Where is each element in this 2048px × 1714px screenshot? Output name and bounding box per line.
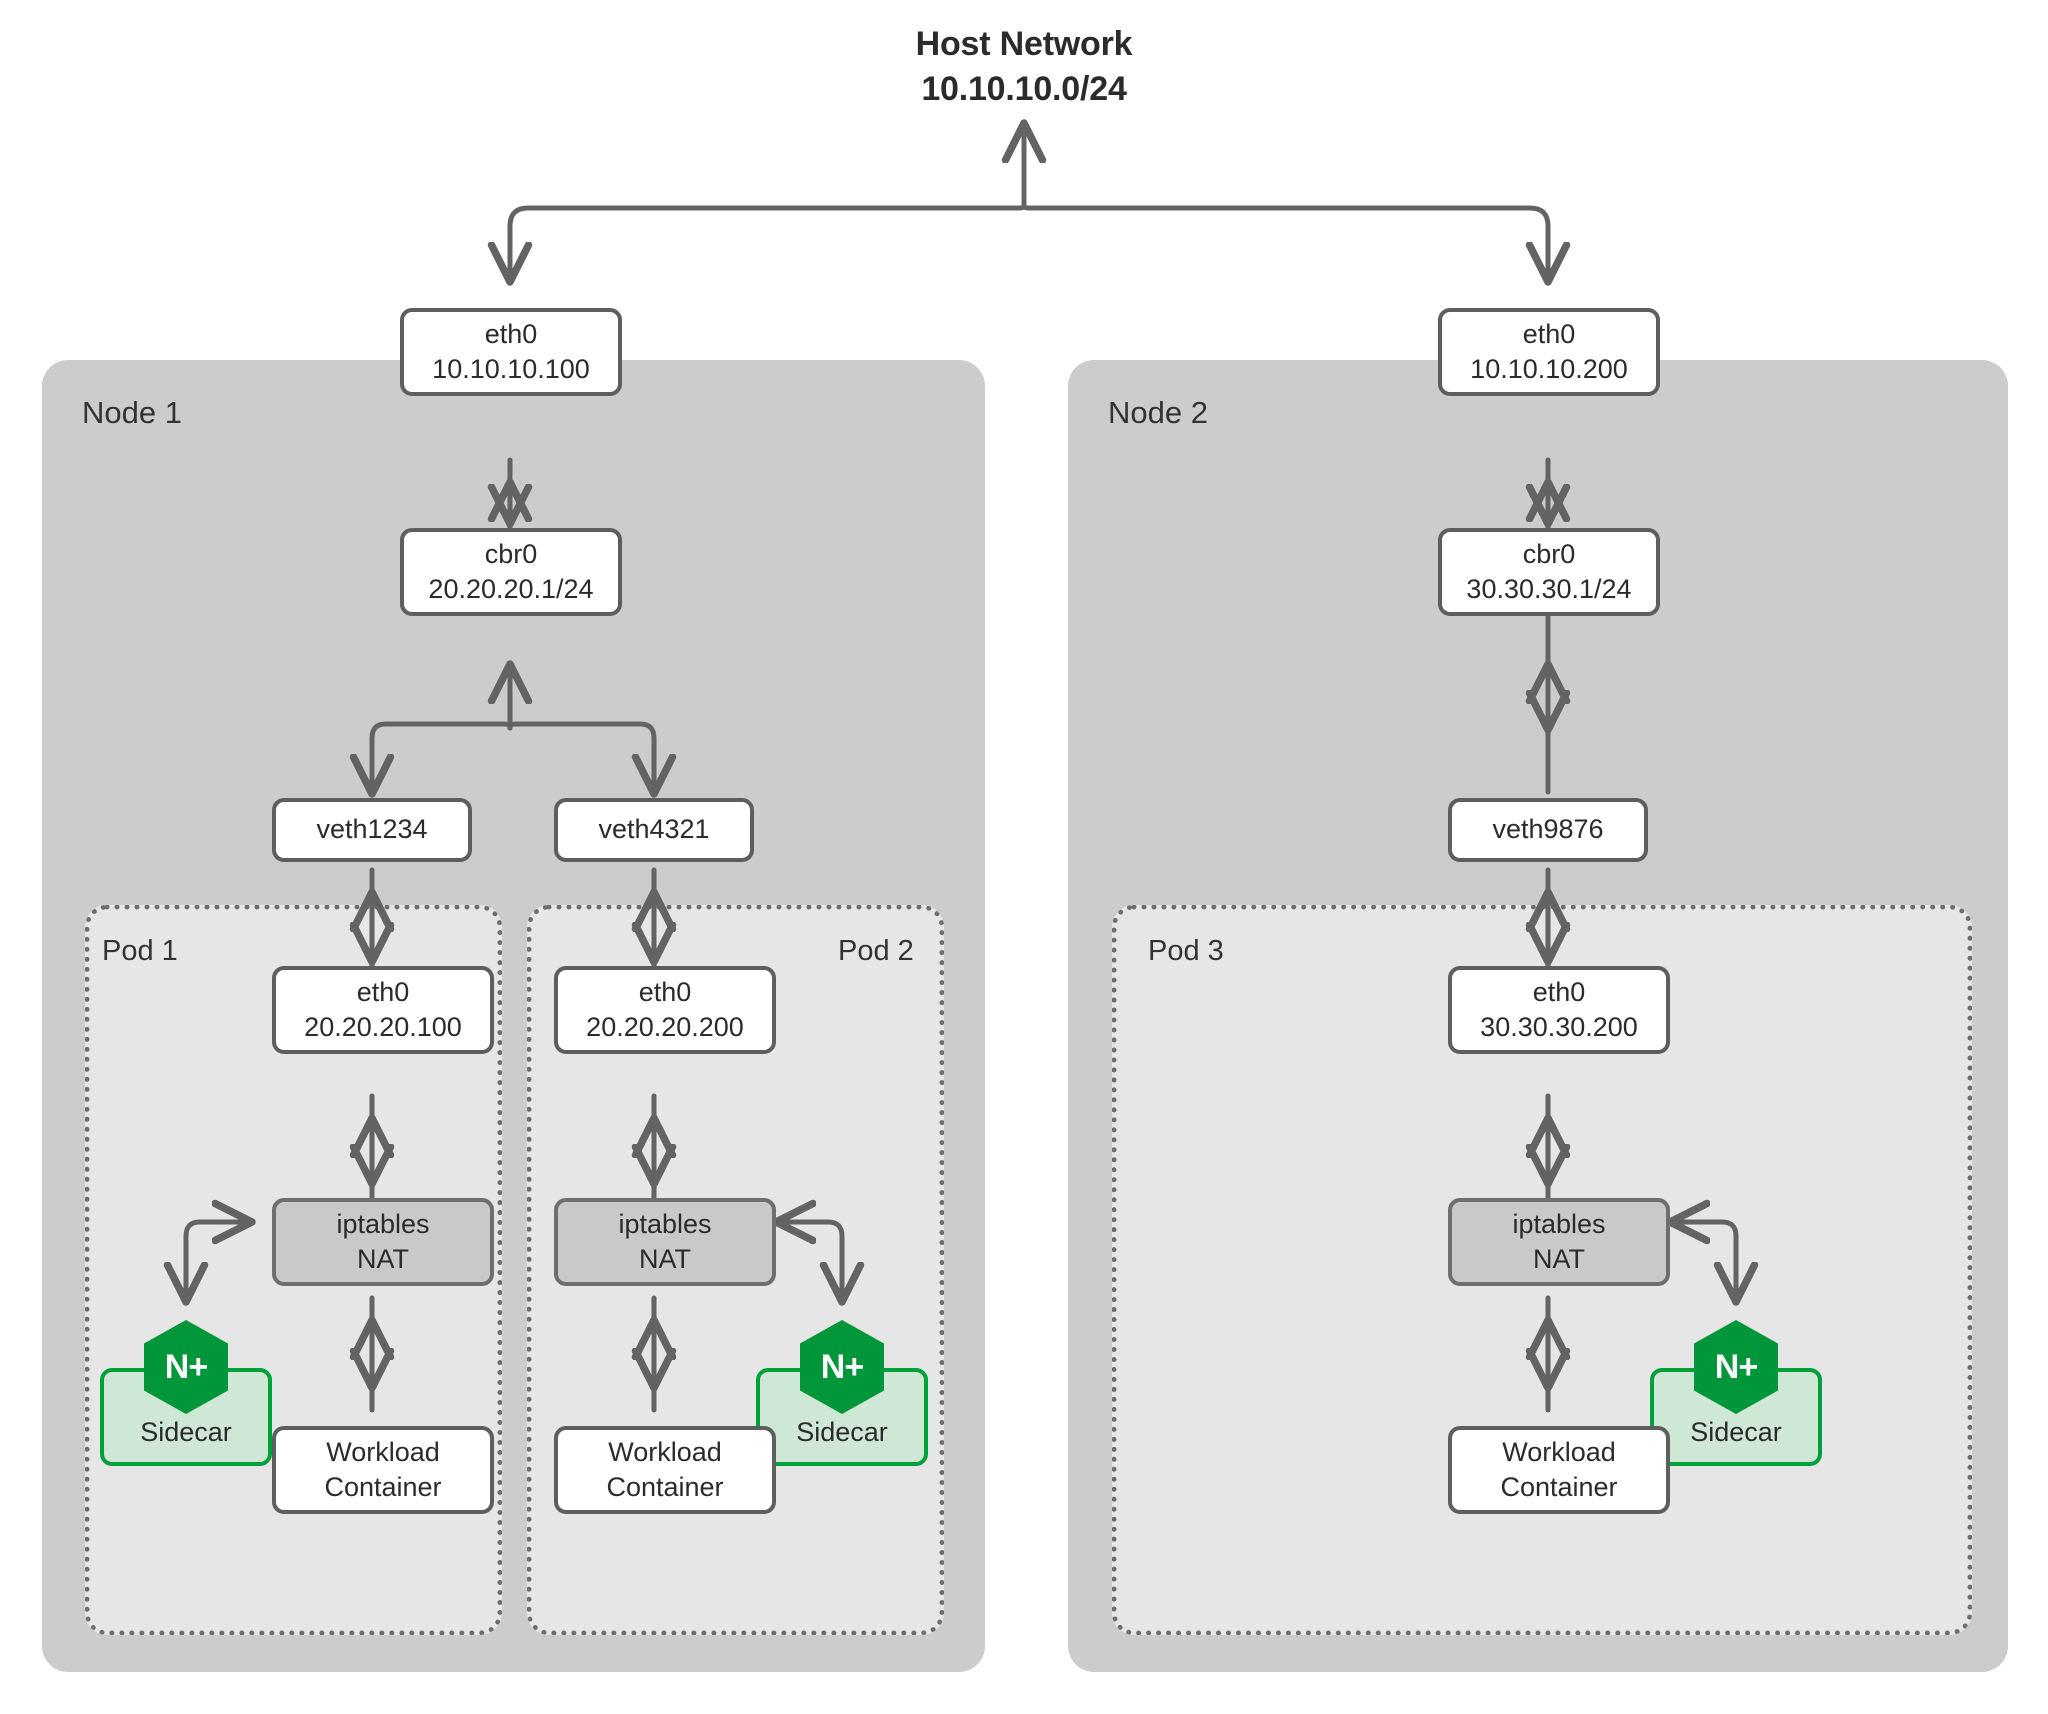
pod2-eth0-box[interactable]: eth0 20.20.20.200 [554,966,776,1054]
node2-cbr0-ip: 30.30.30.1/24 [1466,574,1632,604]
node1-cbr0-ip: 20.20.20.1/24 [428,574,594,604]
pod2-nat-line1: iptables [618,1208,712,1239]
pod1-workload-line1: Workload [326,1436,440,1467]
pod1-eth0-name: eth0 [356,976,410,1007]
node1-eth0-ip: 10.10.10.100 [432,354,590,384]
pod2-nat-line2: NAT [639,1244,691,1274]
nginx-plus-badge-text: N+ [820,1347,864,1386]
pod2-workload-line1: Workload [608,1436,722,1467]
pod1-eth0-ip: 20.20.20.100 [304,1012,462,1042]
pod2-workload-container-box[interactable]: Workload Container [554,1426,776,1514]
pod3-workload-container-box[interactable]: Workload Container [1448,1426,1670,1514]
pod3-nat-line1: iptables [1512,1208,1606,1239]
nginx-plus-badge-text: N+ [1714,1347,1758,1386]
node-label-2: Node 2 [1108,395,1208,430]
nginx-plus-badge-text: N+ [164,1347,208,1386]
pod1-iptables-nat-box[interactable]: iptables NAT [272,1198,494,1286]
pod2-iptables-nat-box[interactable]: iptables NAT [554,1198,776,1286]
pod1-workload-line2: Container [324,1472,442,1502]
node1-veth1234-label: veth1234 [316,814,428,845]
pod-label-3: Pod 3 [1148,935,1224,967]
node1-eth0-name: eth0 [484,318,538,349]
node2-eth0-ip: 10.10.10.200 [1470,354,1628,384]
pod2-sidecar-label: Sidecar [796,1417,888,1447]
node1-veth1234-box[interactable]: veth1234 [272,798,472,862]
pod1-nat-line1: iptables [336,1208,430,1239]
host-network-name: Host Network [915,25,1133,63]
pod3-sidecar-label: Sidecar [1690,1417,1782,1447]
node1-eth0-box[interactable]: eth0 10.10.10.100 [400,308,622,396]
node2-veth9876-box[interactable]: veth9876 [1448,798,1648,862]
node2-cbr0-box[interactable]: cbr0 30.30.30.1/24 [1438,528,1660,616]
pod2-workload-line2: Container [606,1472,724,1502]
node1-cbr0-name: cbr0 [484,538,538,569]
host-network-cidr: 10.10.10.0/24 [921,69,1127,108]
pod2-sidecar-box[interactable]: Sidecar [756,1368,928,1466]
node1-veth4321-box[interactable]: veth4321 [554,798,754,862]
pod3-nat-line2: NAT [1533,1244,1585,1274]
pod3-eth0-ip: 30.30.30.200 [1480,1012,1638,1042]
node2-veth9876-label: veth9876 [1492,814,1604,845]
pod3-eth0-box[interactable]: eth0 30.30.30.200 [1448,966,1670,1054]
pod1-eth0-box[interactable]: eth0 20.20.20.100 [272,966,494,1054]
node2-eth0-name: eth0 [1522,318,1576,349]
pod1-sidecar-label: Sidecar [140,1417,232,1447]
pod2-eth0-ip: 20.20.20.200 [586,1012,744,1042]
pod1-nat-line2: NAT [357,1244,409,1274]
pod3-eth0-name: eth0 [1532,976,1586,1007]
node2-cbr0-name: cbr0 [1522,538,1576,569]
pod1-workload-container-box[interactable]: Workload Container [272,1426,494,1514]
host-network-title: Host Network 10.10.10.0/24 [0,22,2048,112]
pod3-iptables-nat-box[interactable]: iptables NAT [1448,1198,1670,1286]
pod-label-2: Pod 2 [838,935,914,967]
pod3-workload-line1: Workload [1502,1436,1616,1467]
pod3-workload-line2: Container [1500,1472,1618,1502]
node1-cbr0-box[interactable]: cbr0 20.20.20.1/24 [400,528,622,616]
node1-veth4321-label: veth4321 [598,814,710,845]
node2-eth0-box[interactable]: eth0 10.10.10.200 [1438,308,1660,396]
node-label-1: Node 1 [82,395,182,430]
pod2-eth0-name: eth0 [638,976,692,1007]
pod-label-1: Pod 1 [102,935,178,967]
